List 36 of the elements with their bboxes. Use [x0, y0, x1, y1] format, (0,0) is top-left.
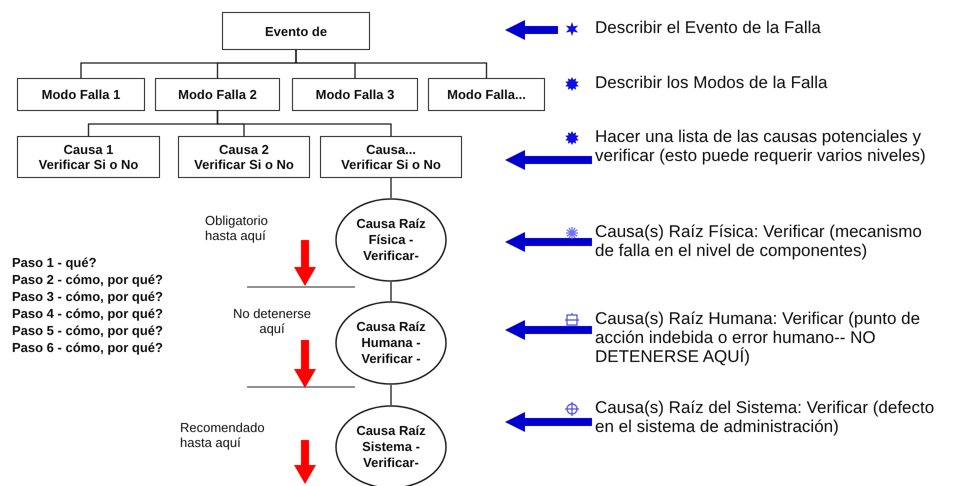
arrow [505, 412, 592, 432]
connector-line [295, 50, 488, 78]
step-text: Paso 6 - cómo, por qué? [12, 340, 163, 355]
connector-line [390, 178, 392, 198]
process-box: Modo Falla... [428, 78, 545, 111]
node-text: Causa Raíz Sistema -Verificar- [355, 423, 427, 471]
arrow [505, 150, 592, 170]
step-text: Paso 3 - cómo, por qué? [12, 289, 163, 304]
note-text: Recomendado hasta aquí [180, 420, 266, 450]
node-text: Causa Raíz Física -Verificar- [355, 216, 427, 264]
description-text: Causa(s) Raíz Humana: Verificar (punto de acción indebida o error humano-- NO DETENERSE AQUÍ) [595, 309, 922, 366]
process-box: Causa 2 Verificar Si o No [178, 136, 310, 178]
connector-line [216, 111, 392, 136]
arrow [505, 20, 558, 40]
description-text: Describir los Modos de la Falla [595, 73, 828, 92]
arrow [505, 320, 592, 340]
process-box: Modo Falla 2 [155, 78, 280, 111]
node-text: Causa Raíz Humana - Verificar - [355, 319, 427, 367]
process-box: Causa... Verificar Si o No [320, 136, 462, 178]
note-text: No detenerse aquí [232, 306, 312, 336]
process-box: Causa 1 Verificar Si o No [17, 136, 160, 178]
step-text: Paso 5 - cómo, por qué? [12, 323, 163, 338]
step-text: Paso 4 - cómo, por qué? [12, 306, 163, 321]
arrow [505, 232, 592, 252]
process-box: Evento de [222, 12, 370, 50]
process-box: Modo Falla 3 [292, 78, 418, 111]
connector-line [390, 385, 392, 405]
description-text: Describir el Evento de la Falla [595, 18, 822, 37]
step-text: Paso 2 - cómo, por qué? [12, 272, 163, 287]
description-text: Hacer una lista de las causas potenciales y verificar (esto puede requerir varios niveles) [595, 127, 927, 165]
description-text: Causa(s) Raíz Física: Verificar (mecanismo de falla en el nivel de componentes) [595, 222, 923, 260]
process-box: Modo Falla 1 [17, 78, 145, 111]
note-text: Obligatorio hasta aquí [205, 213, 269, 243]
connector-line [390, 282, 392, 301]
description-text: Causa(s) Raíz del Sistema: Verificar (defecto en el sistema de administración) [595, 398, 935, 436]
step-text: Paso 1 - qué? [12, 255, 97, 270]
